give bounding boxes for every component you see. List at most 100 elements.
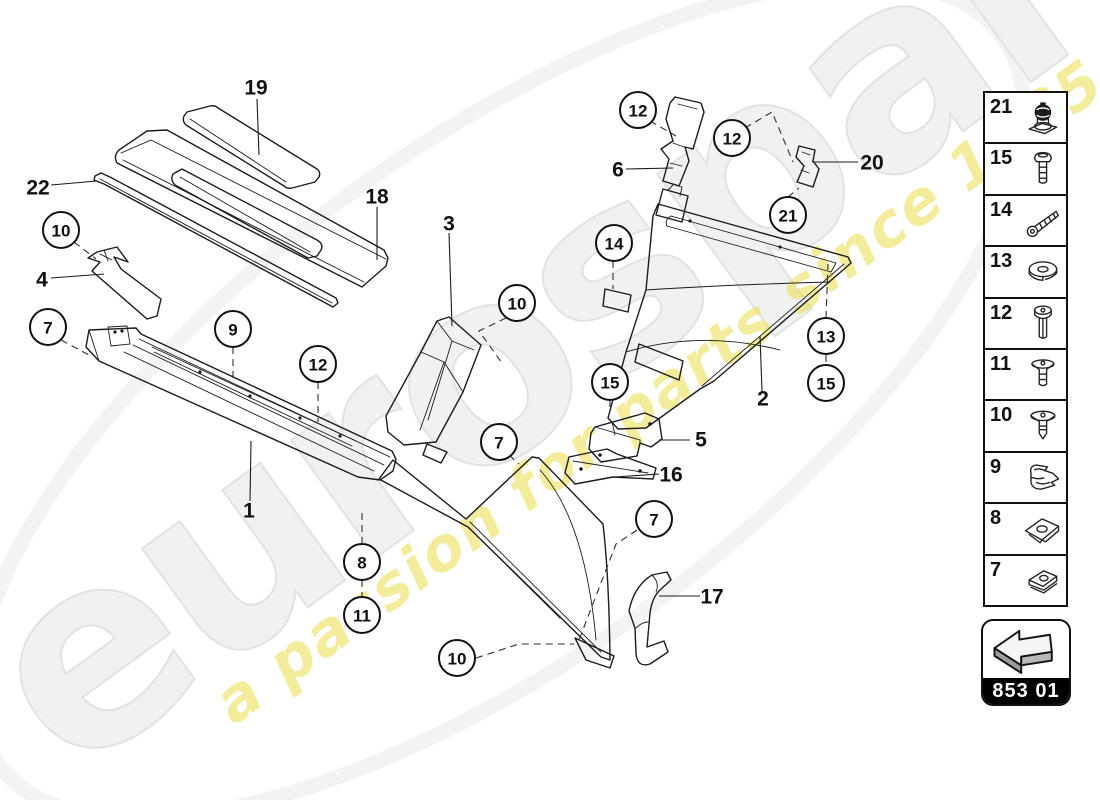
callout-circle-10[interactable]: 10	[498, 284, 536, 322]
part-label-3[interactable]: 3	[443, 213, 455, 236]
part-4-bracket	[87, 246, 162, 320]
leader-lines	[50, 98, 858, 597]
callout-circle-8[interactable]: 8	[343, 543, 381, 581]
svg-text:16: 16	[659, 464, 682, 487]
svg-text:12: 12	[309, 356, 328, 375]
legend-number: 10	[990, 404, 1013, 427]
part-5-mount-bracket	[588, 412, 663, 463]
svg-text:4: 4	[36, 269, 48, 292]
part-label-2[interactable]: 2	[757, 388, 769, 411]
callout-circle-13[interactable]: 13	[807, 317, 845, 355]
legend-row-8[interactable]: 8	[983, 502, 1068, 556]
legend-number: 7	[990, 558, 1002, 581]
callout-circle-12[interactable]: 12	[713, 119, 751, 157]
legend-row-13[interactable]: 13	[983, 245, 1068, 299]
legend-number: 9	[990, 455, 1002, 478]
part-label-18[interactable]: 18	[365, 186, 389, 209]
callout-circle-12[interactable]: 12	[619, 91, 657, 129]
svg-text:10: 10	[508, 295, 527, 314]
legend-number: 11	[990, 352, 1012, 375]
part-6-pillar-bracket	[660, 96, 705, 187]
callout-circle-7[interactable]: 7	[29, 308, 67, 346]
svg-text:21: 21	[779, 207, 798, 226]
callout-circle-11[interactable]: 11	[343, 596, 381, 634]
callout-circle-10[interactable]: 10	[42, 211, 80, 249]
callout-circle-15[interactable]: 15	[591, 363, 629, 401]
ball-joint-mount-icon	[1028, 102, 1058, 134]
legend-number: 15	[990, 147, 1013, 170]
svg-text:17: 17	[700, 586, 723, 609]
part-22-molding-strip	[93, 172, 339, 308]
part-2-rear-quarter-panel	[602, 183, 852, 430]
svg-text:5: 5	[695, 429, 707, 452]
svg-text:7: 7	[43, 319, 52, 338]
callout-circle-9[interactable]: 9	[214, 310, 252, 348]
svg-text:2: 2	[757, 388, 769, 411]
callout-circle-15[interactable]: 15	[807, 364, 845, 402]
svg-text:10: 10	[52, 222, 71, 241]
section-thumbnail[interactable]: 853 01	[981, 619, 1071, 706]
part-16-flat-bracket	[564, 448, 657, 485]
callout-circle-21[interactable]: 21	[769, 196, 807, 234]
legend-row-12[interactable]: 12	[983, 296, 1068, 350]
pan-head-screw-icon	[1033, 151, 1052, 184]
svg-text:7: 7	[494, 434, 503, 453]
legend-row-10[interactable]: 10	[983, 399, 1068, 453]
part-label-5[interactable]: 5	[695, 429, 707, 452]
svg-text:9: 9	[228, 321, 237, 340]
leader-lines-dashed	[60, 111, 829, 659]
expansion-rivet-wide-icon	[1030, 410, 1056, 440]
legend-row-11[interactable]: 11	[983, 347, 1068, 402]
part-label-6[interactable]: 6	[612, 159, 624, 182]
part-19-trim-strip	[182, 105, 321, 189]
callout-circle-7[interactable]: 7	[635, 500, 673, 538]
legend-row-21[interactable]: 21	[983, 91, 1068, 145]
part-18-sill-cover	[114, 129, 389, 288]
callout-circle-12[interactable]: 12	[299, 345, 337, 383]
svg-text:14: 14	[605, 235, 624, 254]
callout-circle-7[interactable]: 7	[480, 423, 518, 461]
fastener-legend: 21 15 14	[983, 91, 1068, 607]
part-1-side-member	[85, 325, 397, 481]
back-arrow-icon	[993, 629, 1053, 674]
legend-number: 12	[990, 301, 1013, 324]
part-label-4[interactable]: 4	[36, 269, 48, 292]
svg-text:15: 15	[817, 375, 836, 394]
svg-text:11: 11	[353, 607, 371, 626]
clip-nut-icon	[1028, 570, 1058, 594]
part-3-air-duct	[385, 316, 482, 464]
svg-text:7: 7	[649, 511, 658, 530]
spring-clip-icon	[1029, 464, 1060, 491]
legend-row-9[interactable]: 9	[983, 450, 1068, 505]
speed-nut-icon	[1024, 518, 1060, 544]
svg-text:12: 12	[723, 130, 742, 149]
part-label-19[interactable]: 19	[244, 77, 267, 100]
svg-text:22: 22	[26, 177, 49, 200]
legend-number: 14	[990, 198, 1013, 221]
svg-text:15: 15	[601, 374, 620, 393]
part-label-16[interactable]: 16	[659, 464, 682, 487]
svg-text:19: 19	[244, 77, 267, 100]
callout-circle-10[interactable]: 10	[438, 639, 476, 677]
svg-text:1: 1	[243, 500, 255, 523]
legend-row-15[interactable]: 15	[983, 142, 1068, 196]
legend-row-7[interactable]: 7	[983, 553, 1068, 607]
part-label-22[interactable]: 22	[26, 177, 49, 200]
callout-circle-14[interactable]: 14	[595, 224, 633, 262]
svg-text:10: 10	[448, 650, 467, 669]
svg-text:13: 13	[817, 328, 836, 347]
legend-number: 8	[990, 507, 1002, 530]
legend-row-14[interactable]: 14	[983, 193, 1068, 248]
svg-text:12: 12	[629, 102, 648, 121]
part-label-1[interactable]: 1	[243, 500, 255, 523]
svg-text:3: 3	[443, 213, 455, 236]
long-bolt-icon	[1026, 211, 1059, 238]
washer-icon	[1028, 261, 1058, 281]
svg-text:18: 18	[365, 186, 389, 209]
part-label-17[interactable]: 17	[700, 586, 723, 609]
part-label-20[interactable]: 20	[860, 152, 883, 175]
